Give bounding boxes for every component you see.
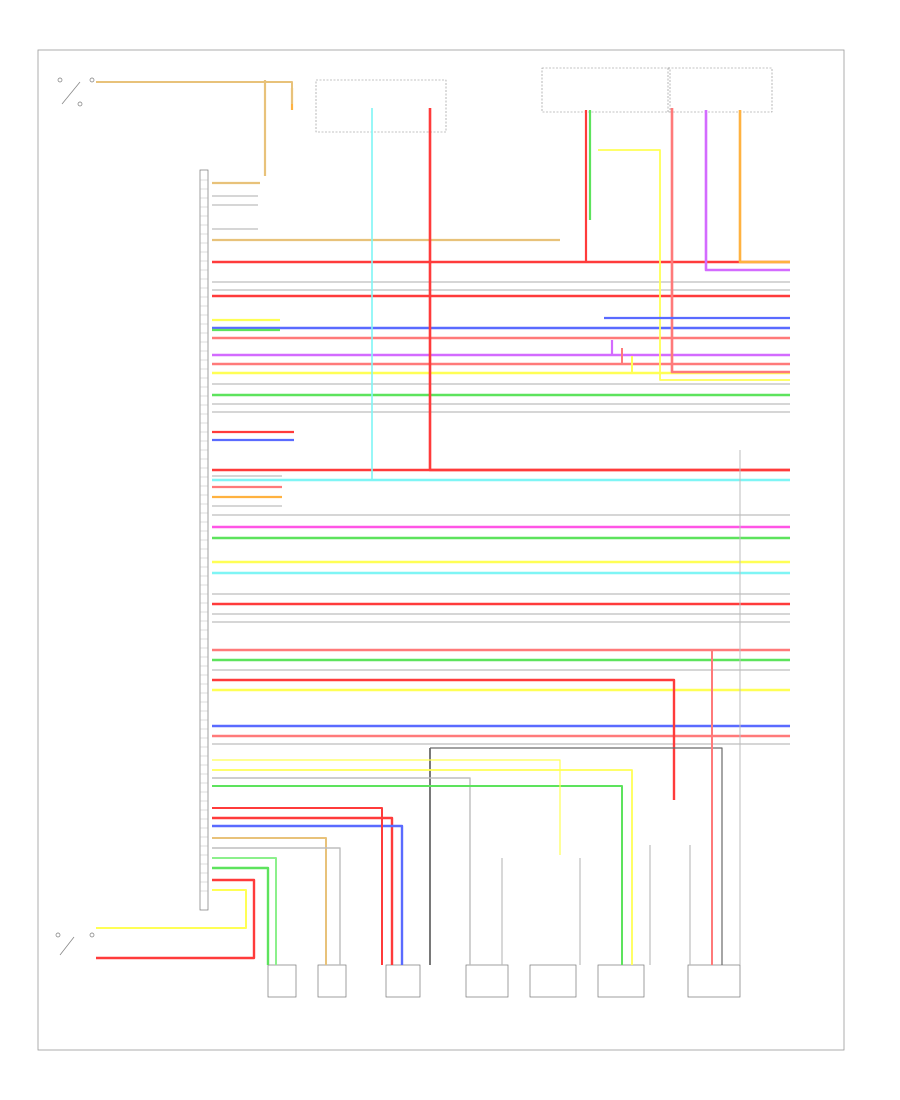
wire-drop-black-right bbox=[430, 747, 723, 965]
wire-drop-gray bbox=[212, 847, 341, 965]
wires bbox=[96, 80, 790, 965]
wire-drop-tan bbox=[212, 837, 327, 965]
wire-drop-red-b bbox=[212, 816, 394, 965]
seat-switch bbox=[55, 932, 95, 956]
wire-drop-red-2 bbox=[212, 807, 383, 965]
fuse-box-right-a bbox=[541, 67, 671, 113]
wire-drop-gray-2 bbox=[212, 777, 471, 965]
wire-drop-green-1 bbox=[212, 866, 270, 965]
component-box-5 bbox=[529, 964, 577, 998]
wire-feed-violet bbox=[704, 110, 790, 272]
wire-feed-yellow-right bbox=[598, 149, 790, 381]
fuse-box-left bbox=[315, 79, 447, 133]
wire-feed-red-a bbox=[428, 108, 790, 472]
wire-drop-yellow-seat bbox=[96, 889, 247, 929]
component-box-7 bbox=[687, 964, 741, 998]
component-box-4 bbox=[465, 964, 509, 998]
wire-drop-green-3 bbox=[212, 785, 623, 965]
push-button-switch bbox=[57, 77, 95, 107]
wire-drop-red-seat bbox=[96, 878, 256, 960]
wire-drop-yellow bbox=[212, 769, 633, 965]
wire-feed-pink-right bbox=[670, 108, 790, 374]
component-box-3 bbox=[385, 964, 421, 998]
component-box-2 bbox=[317, 964, 347, 998]
connector-marks bbox=[200, 179, 208, 892]
wire-drop-blue bbox=[212, 824, 404, 965]
wire-feed-tan-switch bbox=[96, 81, 293, 104]
wire-feed-cyan bbox=[371, 108, 790, 481]
wire-drop-cream bbox=[212, 759, 561, 855]
component-box-6 bbox=[597, 964, 645, 998]
component-box-1 bbox=[267, 964, 297, 998]
wire-feed-orange bbox=[738, 110, 790, 264]
wire-drop-red-right bbox=[212, 678, 676, 800]
wire-drop-pink-right bbox=[711, 649, 790, 965]
diagram-frame bbox=[37, 49, 845, 1051]
fuse-box-right-b bbox=[667, 67, 773, 113]
wire-drop-green-2 bbox=[212, 857, 277, 965]
